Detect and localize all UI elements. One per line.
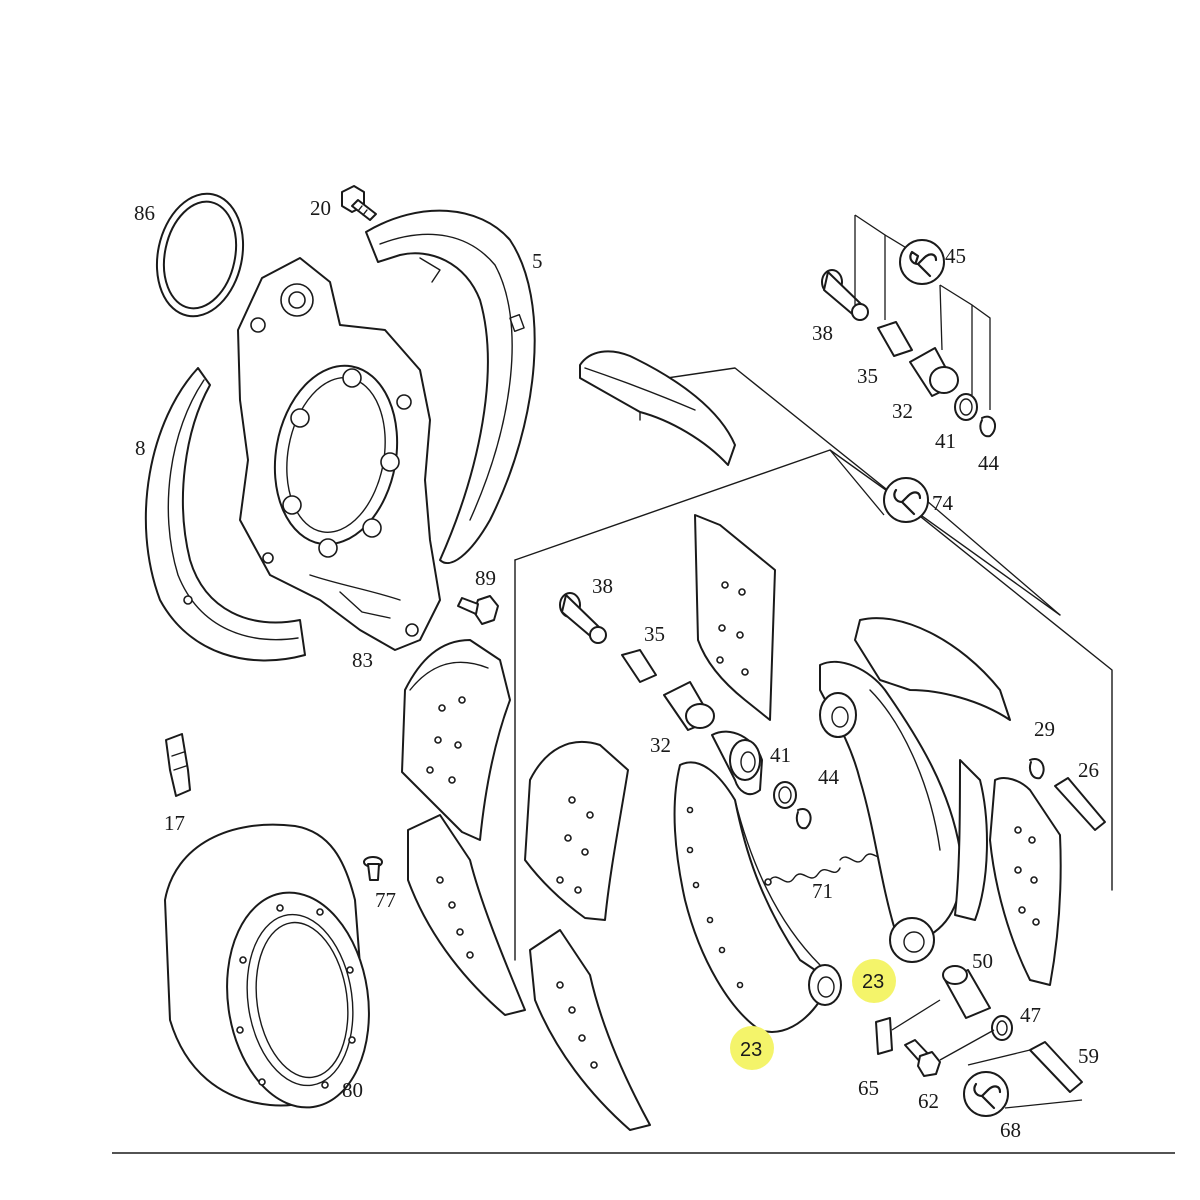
highlight-markers <box>730 959 896 1070</box>
callout-74: 74 <box>932 491 954 515</box>
brake-lining-right <box>989 777 1062 986</box>
part-32-sleeve-center <box>663 681 715 731</box>
callout-38-center: 38 <box>592 574 613 598</box>
part-23-brake-shoe-rear <box>819 617 1011 963</box>
part-62-bolt <box>904 1039 941 1077</box>
part-44-circlip-top <box>979 415 997 438</box>
callout-44-center: 44 <box>818 765 840 789</box>
wrench-icon <box>899 239 945 285</box>
brake-lining-left-lower <box>407 814 526 1016</box>
callout-59: 59 <box>1078 1044 1099 1068</box>
part-8-inner-shield <box>144 367 306 662</box>
highlight-23-right <box>852 959 896 1003</box>
part-35-bushing-top <box>877 321 913 357</box>
callout-47: 47 <box>1020 1003 1041 1027</box>
callout-23-right: 23 <box>862 971 884 993</box>
callout-20: 20 <box>310 196 331 220</box>
brake-lining-top <box>579 350 736 466</box>
part-17-clip <box>165 733 191 797</box>
brake-anchor-plate <box>237 257 441 651</box>
callout-38-top: 38 <box>812 321 833 345</box>
callout-5: 5 <box>532 249 543 273</box>
callout-17: 17 <box>164 811 185 835</box>
part-29-circlip <box>1029 758 1045 780</box>
wrench-icon <box>883 477 929 523</box>
part-23-brake-shoe-front <box>673 730 842 1033</box>
part-89-screw <box>457 595 499 625</box>
callout-50: 50 <box>972 949 993 973</box>
part-65-plate <box>875 1017 893 1055</box>
callout-23-left: 23 <box>740 1039 762 1061</box>
callout-80: 80 <box>342 1078 363 1102</box>
callout-86: 86 <box>134 201 155 225</box>
callout-83: 83 <box>352 648 373 672</box>
callout-62: 62 <box>918 1089 939 1113</box>
callout-35-center: 35 <box>644 622 665 646</box>
brake-lining-center-lower <box>529 929 651 1131</box>
callout-35-top: 35 <box>857 364 878 388</box>
part-5-dust-shield <box>365 209 536 565</box>
callout-65: 65 <box>858 1076 879 1100</box>
brake-lining-center-upper <box>524 740 629 921</box>
callout-32-center: 32 <box>650 733 671 757</box>
brake-lining-left-upper <box>401 639 511 841</box>
callout-8: 8 <box>135 436 146 460</box>
part-26-stud <box>1054 777 1106 831</box>
part-77-rivet <box>363 856 383 881</box>
part-80-brake-drum <box>164 823 370 1109</box>
part-32-sleeve-top <box>909 347 959 397</box>
highlight-23-left <box>730 1026 774 1070</box>
part-35-bushing-center <box>621 649 657 683</box>
brake-lining-rear <box>694 514 776 721</box>
part-86-seal-ring <box>155 192 245 318</box>
callout-41-top: 41 <box>935 429 956 453</box>
callout-89: 89 <box>475 566 496 590</box>
wrench-icon <box>963 1071 1009 1117</box>
part-50-sleeve <box>942 965 991 1019</box>
callout-45: 45 <box>945 244 966 268</box>
part-47-washer <box>991 1015 1013 1041</box>
callout-68: 68 <box>1000 1118 1021 1142</box>
callout-32-top: 32 <box>892 399 913 423</box>
callout-77: 77 <box>375 888 396 912</box>
callout-41-center: 41 <box>770 743 791 767</box>
callout-26: 26 <box>1078 758 1099 782</box>
callout-71: 71 <box>812 879 833 903</box>
part-41-washer-center <box>773 781 797 809</box>
part-38-pin-center <box>559 592 607 644</box>
leader-lines <box>829 214 1083 1109</box>
part-59-pin <box>1029 1041 1083 1093</box>
callout-labels: 86 20 5 45 38 35 32 41 44 74 8 89 83 38 … <box>134 196 1099 1142</box>
callout-29: 29 <box>1034 717 1055 741</box>
part-38-pin-top <box>821 269 869 321</box>
part-20-bolt <box>341 185 377 221</box>
part-41-washer-top <box>954 393 978 421</box>
callout-44-top: 44 <box>978 451 1000 475</box>
part-44-circlip-center <box>795 808 812 830</box>
